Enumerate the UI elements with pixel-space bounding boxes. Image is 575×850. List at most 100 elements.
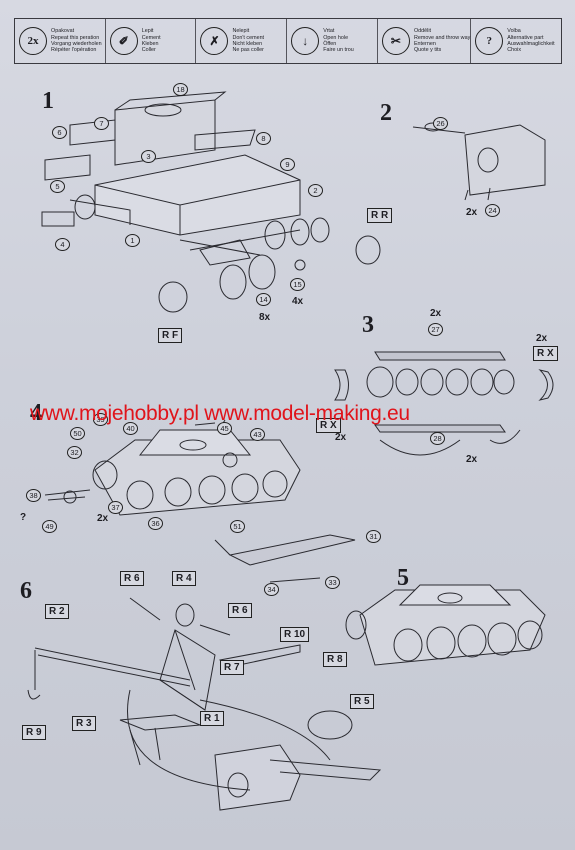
part-label: 32 (67, 446, 82, 459)
legend-line: Auswahlmaglichkeit (507, 41, 555, 47)
part-label: 26 (433, 117, 448, 130)
part-label: 33 (325, 576, 340, 589)
step-number-6: 6 (20, 578, 32, 604)
no-glue-icon: ✗ (200, 27, 229, 55)
legend-line: Oddělit (413, 28, 432, 35)
legend-line: Répéter l'opération (51, 47, 97, 54)
step-number-5: 5 (397, 565, 409, 591)
part-label: 3 (141, 150, 156, 163)
ref-tag: R 7 (220, 660, 244, 675)
part-label: 9 (280, 158, 295, 171)
part-label: 49 (42, 520, 57, 533)
quantity: 2x (536, 333, 548, 344)
part-label: 7 (94, 117, 109, 130)
part-label: 38 (26, 489, 41, 502)
watermark-text: www.mojehobby.pl www.model-making.eu (30, 402, 410, 425)
part-label: 27 (428, 323, 443, 336)
ref-tag: R 4 (172, 571, 196, 586)
part-label: 1 (125, 234, 140, 247)
legend-line: Volba (507, 28, 521, 35)
part-label: 37 (108, 501, 123, 514)
drill-icon: ↓ (291, 27, 320, 55)
quantity: 2x (466, 207, 478, 218)
part-label: 14 (256, 293, 271, 306)
quantity: 2x (335, 432, 347, 443)
legend-line: Öffen (323, 41, 337, 47)
legend-line: Vrtat (323, 28, 335, 35)
part-label: 18 (173, 83, 188, 96)
ref-tag: R 6 (228, 603, 252, 618)
ref-tag: R 1 (200, 711, 224, 726)
legend-line: Quote y tits (413, 47, 442, 54)
quantity: 4x (292, 296, 304, 307)
part-label: 6 (52, 126, 67, 139)
legend-line: Kleben (141, 41, 159, 47)
legend-line: Nicht kleben (232, 41, 263, 47)
step-number-4: 4 (30, 400, 42, 426)
legend-line: Repeat this peration (51, 34, 100, 41)
ref-tag: R 5 (350, 694, 374, 709)
ref-tag: R F (158, 328, 183, 343)
legend-line: Opakovat (51, 28, 75, 35)
repeat-icon: 2x (19, 27, 47, 55)
quantity: 8x (259, 312, 271, 323)
legend-line: Vorgang wiederholen (51, 41, 102, 47)
legend-line: Lepit (141, 28, 154, 35)
part-label: 43 (250, 428, 265, 441)
knife-icon: ✂ (381, 27, 410, 55)
legend-line: Remove and throw way (413, 34, 471, 41)
part-label: 15 (290, 278, 305, 291)
question-icon: ? (475, 27, 504, 55)
part-label: 31 (366, 530, 381, 543)
part-label: 5 (50, 180, 65, 193)
ref-tag: R 10 (280, 627, 310, 642)
legend-line: Open hole (323, 34, 349, 41)
step-number-3: 3 (362, 312, 374, 338)
glue-tube-icon: ✐ (109, 27, 138, 55)
legend-line: Nelepit (232, 28, 250, 35)
legend-line: Don't cement (232, 34, 265, 41)
ref-tag: R 2 (45, 604, 69, 619)
legend-line: Alternative part (507, 34, 544, 41)
ref-tag: R X (316, 418, 341, 433)
part-label: 8 (256, 132, 271, 145)
ref-tag: R 8 (323, 652, 347, 667)
part-label: 39 (93, 413, 108, 426)
ref-tag: R 6 (120, 571, 144, 586)
step-number-1: 1 (42, 88, 54, 114)
part-label: 34 (264, 583, 279, 596)
part-label: 40 (123, 422, 138, 435)
quantity: 2x (466, 454, 478, 465)
part-label: 45 (217, 422, 232, 435)
ref-tag: R 9 (22, 725, 46, 740)
part-label: 50 (70, 427, 85, 440)
quantity: 2x (97, 513, 109, 524)
part-label: 36 (148, 517, 163, 530)
legend-line: Faire un trou (323, 47, 354, 54)
legend-line: Choix (507, 47, 522, 54)
legend-line: Cement (141, 34, 161, 41)
part-label: 24 (485, 204, 500, 217)
ref-tag: R X (533, 346, 558, 361)
part-label: 4 (55, 238, 70, 251)
quantity: ? (20, 512, 27, 523)
ref-tag: R 3 (72, 716, 96, 731)
legend-line: Coller (141, 47, 156, 54)
quantity: 2x (430, 308, 442, 319)
part-label: 28 (430, 432, 445, 445)
